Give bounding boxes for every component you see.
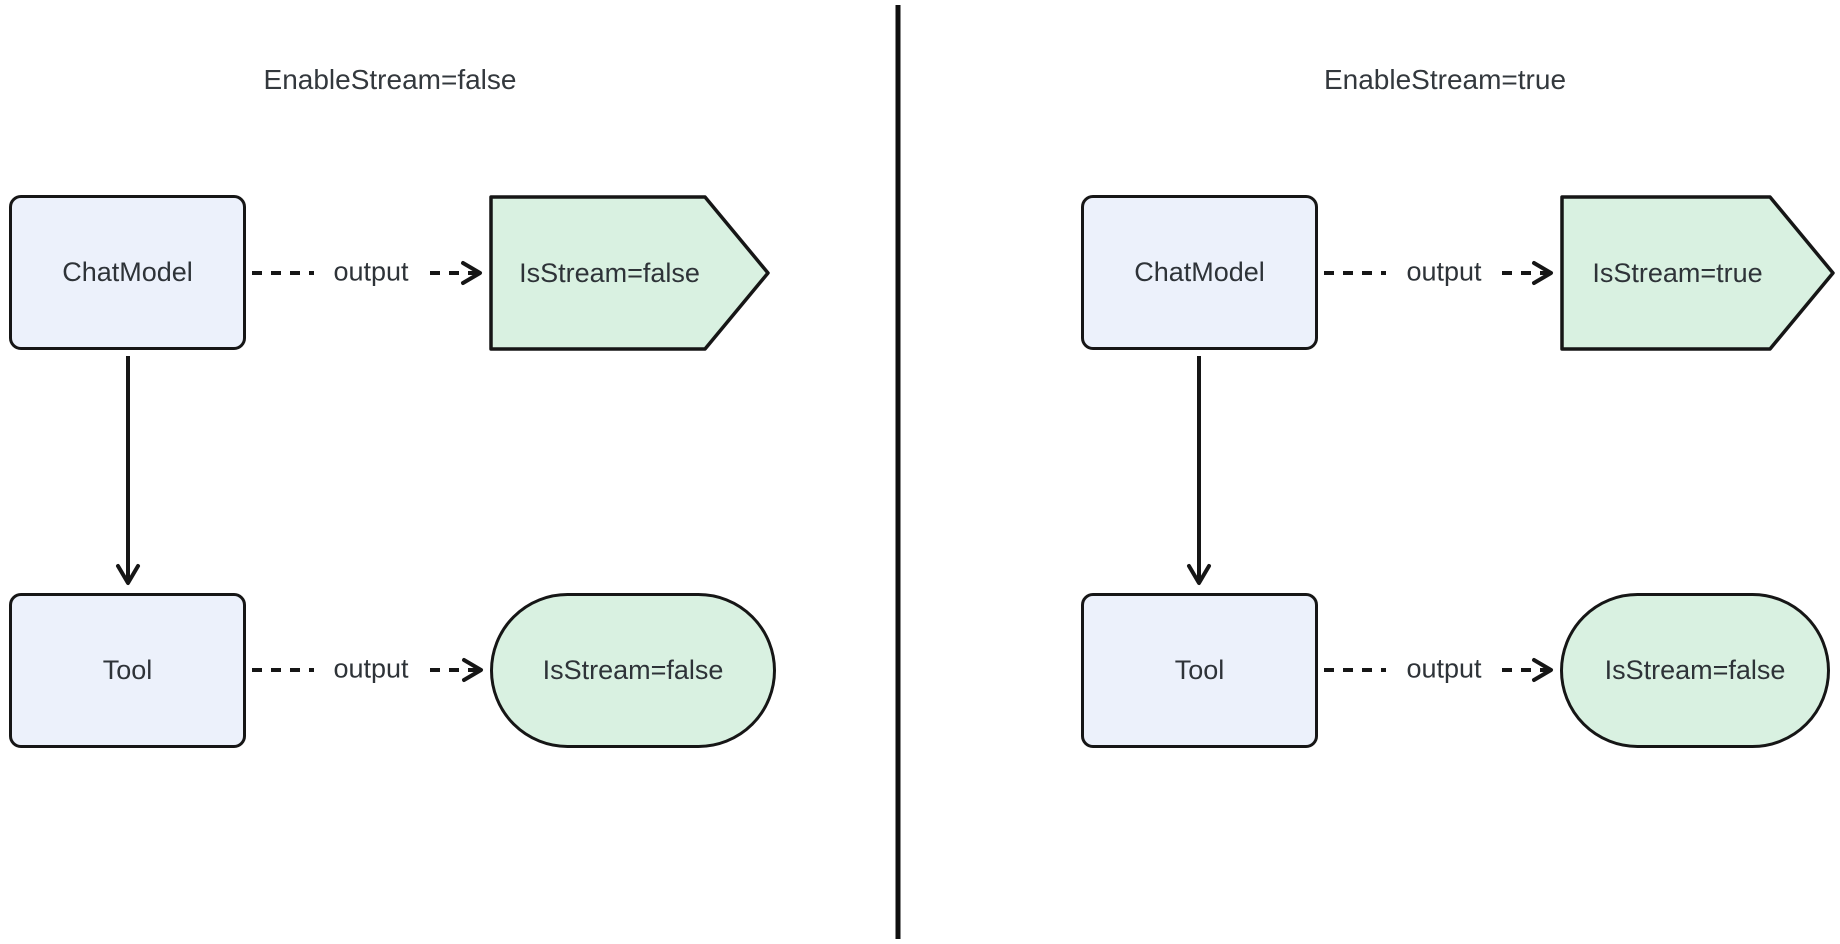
- left-tool-result-label: IsStream=false: [542, 655, 724, 685]
- right-tool-output-edge-label: output: [1406, 653, 1482, 684]
- right-chatmodel-label: ChatModel: [1134, 257, 1265, 287]
- right-chatmodel-node: ChatModel: [1081, 195, 1318, 350]
- right-tool-result-node: IsStream=false: [1560, 593, 1830, 748]
- right-tool-node: Tool: [1081, 593, 1318, 748]
- left-panel-title: EnableStream=false: [263, 64, 517, 95]
- right-tool-label: Tool: [1174, 655, 1225, 685]
- right-model-result-node: IsStream=true: [1560, 195, 1835, 351]
- right-model-output-edge-label: output: [1406, 256, 1482, 287]
- pentagon-shape: [489, 195, 770, 351]
- left-tool-result-node: IsStream=false: [490, 593, 776, 748]
- pentagon-shape: [1560, 195, 1835, 351]
- left-chatmodel-node: ChatModel: [9, 195, 246, 350]
- left-model-result-label: IsStream=false: [519, 257, 700, 288]
- left-model-result-node: IsStream=false: [489, 195, 770, 351]
- right-panel-title: EnableStream=true: [1323, 64, 1567, 95]
- right-tool-result-label: IsStream=false: [1604, 655, 1786, 685]
- left-model-output-edge-label: output: [333, 256, 409, 287]
- left-tool-output-edge-label: output: [333, 653, 409, 684]
- right-model-result-label: IsStream=true: [1592, 257, 1763, 288]
- left-tool-node: Tool: [9, 593, 246, 748]
- left-tool-label: Tool: [102, 655, 153, 685]
- left-chatmodel-label: ChatModel: [62, 257, 193, 287]
